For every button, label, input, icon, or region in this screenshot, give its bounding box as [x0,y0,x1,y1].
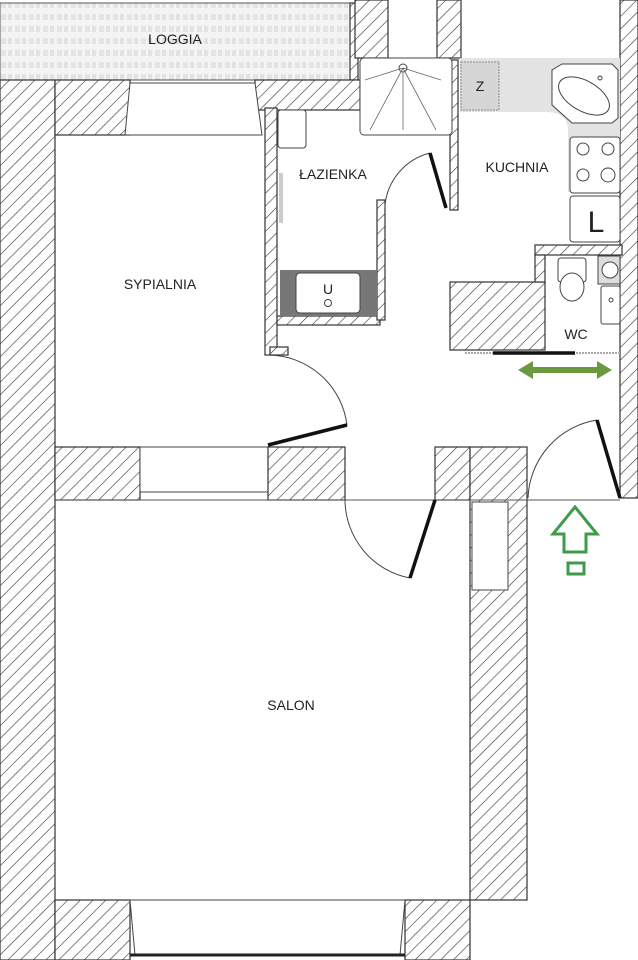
dishwasher-label: L [588,206,605,239]
room-label-wc: WC [564,326,587,342]
loggia: LOGGIA [0,2,359,81]
living-room: SALON [267,499,437,713]
fridge-label: Z [476,78,485,94]
dishwasher [569,195,621,243]
room-label-bedroom: SYPIALNIA [124,276,197,292]
wc: WC [465,255,621,355]
entrance-arrow-icon [549,504,601,576]
kitchen: Z L KUCHNIA [460,58,621,243]
entrance-door [527,419,622,499]
room-label-bathroom: ŁAZIENKA [299,166,367,182]
shower [359,57,453,136]
bathroom: U ŁAZIENKA [277,57,453,316]
toilet [559,272,585,302]
stove [569,136,621,194]
double-arrow-icon [518,361,612,379]
washer-label: U [323,281,333,297]
sink [551,63,619,124]
room-label-kitchen: KUCHNIA [485,159,549,175]
room-label-loggia: LOGGIA [148,31,202,47]
bedroom: SYPIALNIA [124,276,348,447]
room-label-living-room: SALON [267,697,314,713]
